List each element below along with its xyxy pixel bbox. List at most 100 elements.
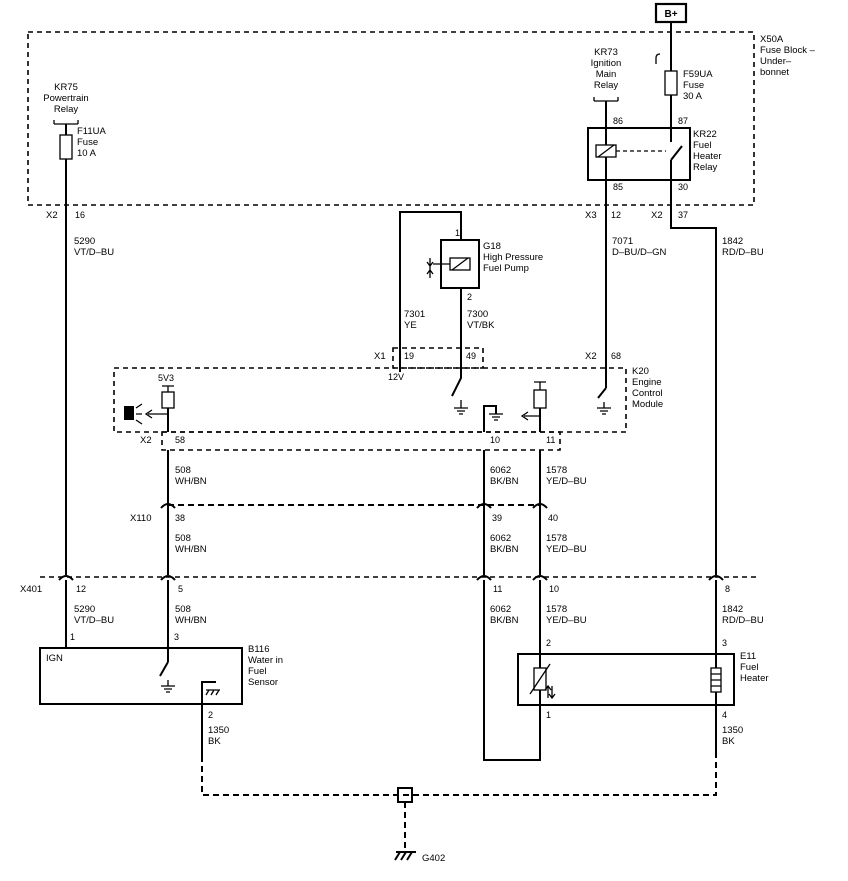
f59-hook-icon [655,53,661,64]
wire-508-circuit-b: 508 [175,533,191,544]
k20-l3: Module [632,399,663,410]
wire-508-circuit-a: 508 [175,465,191,476]
wire-5290-circuit-b: 5290 [74,604,95,615]
pin-10b: 10 [549,584,559,594]
kr22-pin30: 30 [678,182,688,192]
pin-8: 8 [725,584,730,594]
wire-6062-color-b: BK/BN [490,544,519,555]
wire-5290-color: VT/D–BU [74,247,114,258]
g18-id: G18 [483,241,501,252]
e11-l2: Heater [740,673,769,684]
wire-1842-color: RD/D–BU [722,247,764,258]
kr22-l2: Heater [693,151,722,162]
wire-7071-color: D–BU/D–GN [612,247,667,258]
f11ua-l2: 10 A [77,148,97,159]
chassis-ground-g402-icon [394,851,416,861]
ground-icon [597,402,611,415]
conn-x2-b: X2 [651,210,663,221]
kr75-l2: Relay [54,104,79,115]
b116-id: B116 [248,644,269,655]
wire-7301-circuit: 7301 [404,309,425,320]
k20-id: K20 [632,366,649,377]
wire-7301 [399,211,462,372]
kr73-terminal-icon [593,97,619,102]
kr73-l3: Relay [594,80,619,91]
wire-1350-color-a: BK [208,736,221,747]
ground-g402-label: G402 [422,853,445,864]
wire-7071-circuit: 7071 [612,236,633,247]
g18-pin2: 2 [467,292,472,302]
wire-508-color-b: WH/BN [175,544,207,555]
pin-16: 16 [75,210,85,220]
pin-68: 68 [611,351,621,361]
x110-pin38-icon [160,503,176,509]
conn-x1: X1 [374,351,386,362]
k20-l2: Control [632,388,663,399]
wire-7300-circuit: 7300 [467,309,488,320]
b116-sensor-box [39,647,243,705]
wire-5290-color-b: VT/D–BU [74,615,114,626]
wire-6062-circuit-b: 6062 [490,533,511,544]
g18-pin1: 1 [455,228,460,238]
g18-l2: Fuel Pump [483,263,529,274]
b116-pin3: 3 [174,632,179,642]
kr22-relay-box [587,127,691,181]
wire-1578-color-b: YE/D–BU [546,544,587,555]
g18-l1: High Pressure [483,252,543,263]
ground-icon [454,400,468,415]
k20-pullup-resistor-icon [161,391,175,409]
e11-pin1: 1 [546,710,551,720]
kr22-l1: Fuel [693,140,711,151]
kr22-pin87: 87 [678,116,688,126]
f11ua-id: F11UA [77,126,107,137]
x401-pin12-icon [58,575,74,581]
fuse-block-id: X50A [760,34,784,45]
e11-pin2: 2 [546,638,551,648]
fuse-block-outline [27,31,755,206]
sensor-ground-icon [489,413,503,421]
wire-1578-color-c: YE/D–BU [546,615,587,626]
chassis-ground-icon [205,689,220,696]
x401-pin10-icon [532,575,548,581]
f11ua-l1: Fuse [77,137,98,148]
battery-label: B+ [664,9,677,20]
b116-l2: Fuel [248,666,266,677]
wire-1350-color-b: BK [722,736,735,747]
b116-switch-icon [159,661,169,677]
pin-12: 12 [611,210,621,220]
pin-58: 58 [175,435,185,445]
wire-1842-circuit: 1842 [722,236,743,247]
wire-1578-circuit-b: 1578 [546,533,567,544]
ground-bus [201,756,717,796]
kr22-pin85: 85 [613,182,623,192]
pin-11: 11 [546,435,555,445]
b116-pin1: 1 [70,632,75,642]
ground-icon [161,680,175,693]
kr22-pin86: 86 [613,116,623,126]
wire-1578-color-a: YE/D–BU [546,476,587,487]
pin-5: 5 [178,584,183,594]
b116-ign: IGN [46,653,63,664]
e11-pin4: 4 [722,710,727,720]
kr22-id: KR22 [693,129,717,140]
conn-x2-c: X2 [585,351,597,362]
pin-11b: 11 [493,584,502,594]
k20-ecm-outline [113,367,627,433]
x401-pin5-icon [160,575,176,581]
wire-7300 [451,288,462,397]
kr73-id: KR73 [594,47,618,58]
wire-1842-color-b: RD/D–BU [722,615,764,626]
e11-id: E11 [740,651,756,662]
f59ua-id: F59UA [683,69,713,80]
f11ua-fuse-icon [59,134,73,160]
kr22-switch-icon [670,145,683,161]
b116-l1: Water in [248,655,283,666]
pin-19: 19 [404,351,414,361]
wire-508-color-a: WH/BN [175,476,207,487]
fuel-pump-gauge-icon [124,406,134,420]
pin-40: 40 [548,513,558,523]
kr73-l2: Main [596,69,617,80]
wire-508-color-c: WH/BN [175,615,207,626]
wire-6062-circuit-c: 6062 [490,604,511,615]
